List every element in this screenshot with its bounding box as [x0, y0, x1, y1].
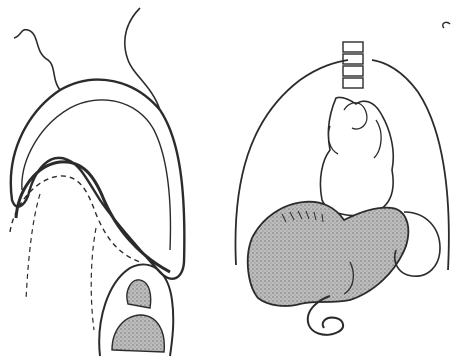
- lateral-neck-line-left: [14, 30, 60, 90]
- frontal-heart-outline: [320, 97, 393, 215]
- lateral-lower-viscus: [112, 315, 164, 352]
- vertebral-column: [343, 42, 363, 88]
- lateral-upper-viscus: [127, 280, 151, 308]
- lateral-view-panel: [10, 8, 184, 356]
- frontal-corner-mark: [443, 22, 450, 28]
- lateral-outer-contour: [11, 80, 185, 279]
- vertebra: [343, 42, 363, 52]
- vertebra: [343, 54, 363, 64]
- frontal-aortic-arch: [344, 103, 367, 129]
- frontal-view-panel: [235, 22, 450, 334]
- vertebra: [343, 78, 363, 88]
- lateral-inner-contour: [22, 100, 171, 250]
- frontal-vessel-right: [374, 120, 381, 158]
- frontal-shaded-organ: [248, 202, 409, 306]
- vertebra: [343, 66, 363, 76]
- lateral-dashed-descending: [26, 194, 96, 330]
